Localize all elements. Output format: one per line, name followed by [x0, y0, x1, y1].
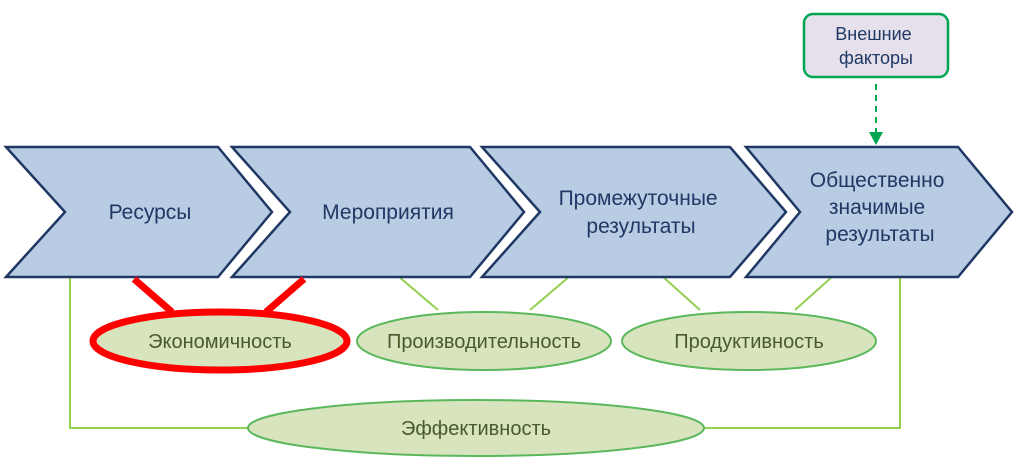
external-factors: Внешние факторы	[802, 12, 950, 145]
output-connector-right	[794, 275, 834, 311]
economy-highlight	[131, 276, 307, 315]
external-factors-label-line-1: Внешние	[835, 24, 911, 44]
external-factors-label: Внешние факторы	[835, 24, 916, 68]
external-factors-arrowhead	[869, 132, 883, 145]
metric-label-productivity: Производительность	[387, 331, 581, 353]
stage-label-socially-significant-results-line-3: результаты	[825, 223, 934, 246]
oval-efficiency	[247, 399, 705, 457]
efficiency-bracket-right	[702, 276, 901, 429]
productivity-connector-left	[397, 275, 439, 311]
stage-label-resources: Ресурсы	[109, 201, 192, 224]
metric-label-output: Продуктивность	[674, 331, 824, 353]
metric-label-efficiency: Эффективность	[401, 418, 551, 440]
economy-highlight-connector-right	[263, 276, 307, 315]
economy-highlight-connector-left	[131, 276, 175, 315]
oval-output	[621, 311, 877, 371]
output-connector-left	[661, 275, 701, 311]
stage-label-socially-significant-results-line-2: значимые	[829, 196, 925, 219]
stage-label-intermediate-results: Промежуточные результаты	[559, 187, 724, 238]
chevron-resources	[3, 145, 274, 279]
connectors	[69, 275, 901, 429]
stage-label-socially-significant-results-line-1: Общественно	[810, 169, 945, 192]
oval-economy	[89, 308, 351, 374]
stage-label-activities-line-1: Мероприятия	[322, 201, 454, 224]
external-factors-label-line-2: факторы	[839, 48, 913, 68]
oval-productivity	[356, 311, 612, 371]
chevron-intermediate-results	[479, 145, 788, 279]
chevron-activities	[229, 145, 526, 279]
stage-label-intermediate-results-line-2: результаты	[586, 215, 695, 238]
efficiency-bracket-left	[69, 276, 250, 429]
stage-label-activities: Мероприятия	[322, 201, 454, 224]
stage-label-socially-significant-results: Общественно значимые результаты	[810, 169, 951, 246]
metric-label-economy: Экономичность	[148, 331, 292, 353]
productivity-connector-right	[529, 275, 571, 311]
chevron-socially-significant-results	[743, 145, 1014, 279]
external-factors-box	[802, 12, 950, 79]
metric-ovals	[89, 308, 877, 457]
stage-label-resources-line-1: Ресурсы	[109, 201, 192, 224]
stage-label-intermediate-results-line-1: Промежуточные	[559, 187, 718, 210]
stage-chevrons	[3, 145, 1014, 279]
